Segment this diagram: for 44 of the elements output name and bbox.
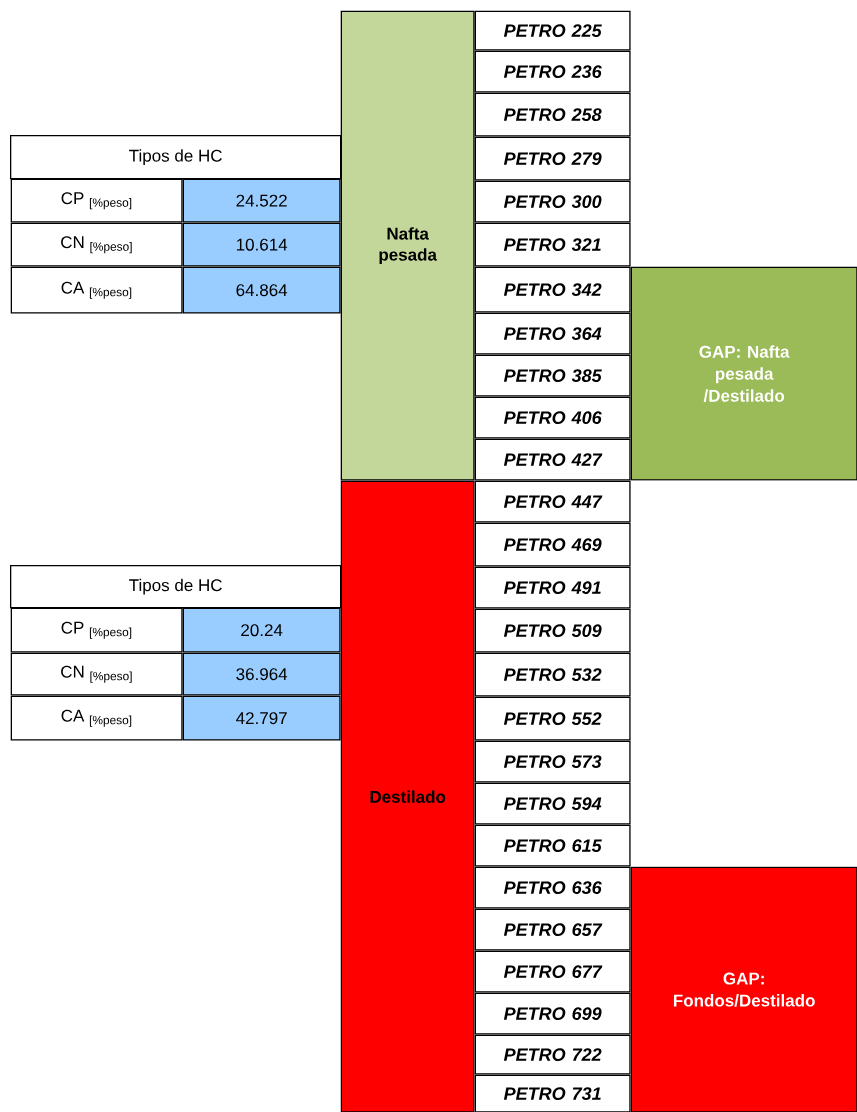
table-header-cell: Tipos de HC — [10, 135, 342, 180]
pseudocomponent-cell: PETRO 427 — [474, 438, 631, 481]
pseudocomponent-cell: PETRO 342 — [474, 266, 631, 313]
value-cell: 42.797 — [182, 695, 341, 741]
table-header-cell: Tipos de HC — [10, 565, 342, 609]
gap-box: GAP: Fondos/Destilado — [630, 866, 857, 1112]
pseudocomponent-cell: PETRO 321 — [474, 222, 631, 267]
table-cell: CP $_{[%peso]}$ — [10, 607, 183, 653]
value-cell: 10.614 — [182, 222, 341, 267]
pseudocomponent-cell: PETRO 532 — [474, 652, 631, 697]
table-cell: CP $_{[%peso]}$ — [10, 178, 183, 223]
table-cell: CA $_{[%peso]}$ — [10, 266, 183, 314]
pseudocomponent-cell: PETRO 731 — [474, 1074, 631, 1112]
pseudocomponent-cell: PETRO 406 — [474, 396, 631, 439]
pseudocomponent-cell: PETRO 594 — [474, 782, 631, 825]
value-cell: 64.864 — [182, 266, 341, 314]
pseudocomponent-cell: PETRO 385 — [474, 354, 631, 397]
pseudocomponent-cell: PETRO 657 — [474, 908, 631, 951]
pseudocomponent-cell: PETRO 236 — [474, 50, 631, 93]
pseudocomponent-cell: PETRO 364 — [474, 312, 631, 355]
pseudocomponent-cell: PETRO 677 — [474, 950, 631, 993]
pseudocomponent-cell: PETRO 279 — [474, 136, 631, 181]
gap-box: GAP: Nafta pesada /Destilado — [630, 266, 857, 481]
pseudocomponent-cell: PETRO 722 — [474, 1034, 631, 1075]
value-cell: 24.522 — [182, 178, 341, 223]
fraction-band: Nafta pesada — [340, 10, 475, 481]
value-cell: 20.24 — [182, 607, 341, 653]
pseudocomponent-cell: PETRO 300 — [474, 180, 631, 223]
pseudocomponent-cell: PETRO 491 — [474, 566, 631, 609]
pseudocomponent-cell: PETRO 469 — [474, 522, 631, 567]
pseudocomponent-cell: PETRO 447 — [474, 480, 631, 523]
pseudocomponent-cell: PETRO 636 — [474, 866, 631, 909]
table-cell: CN $_{[%peso]}$ — [10, 652, 183, 696]
table-cell: CN $_{[%peso]}$ — [10, 222, 183, 267]
fraction-band: Destilado — [340, 480, 475, 1112]
pseudocomponent-cell: PETRO 509 — [474, 608, 631, 653]
value-cell: 36.964 — [182, 652, 341, 696]
pseudocomponent-cell: PETRO 615 — [474, 824, 631, 867]
pseudocomponent-cell: PETRO 225 — [474, 10, 631, 51]
pseudocomponent-cell: PETRO 552 — [474, 696, 631, 741]
pseudocomponent-cell: PETRO 573 — [474, 740, 631, 783]
pseudocomponent-cell: PETRO 258 — [474, 92, 631, 137]
pseudocomponent-cell: PETRO 699 — [474, 992, 631, 1035]
table-cell: CA $_{[%peso]}$ — [10, 695, 183, 741]
